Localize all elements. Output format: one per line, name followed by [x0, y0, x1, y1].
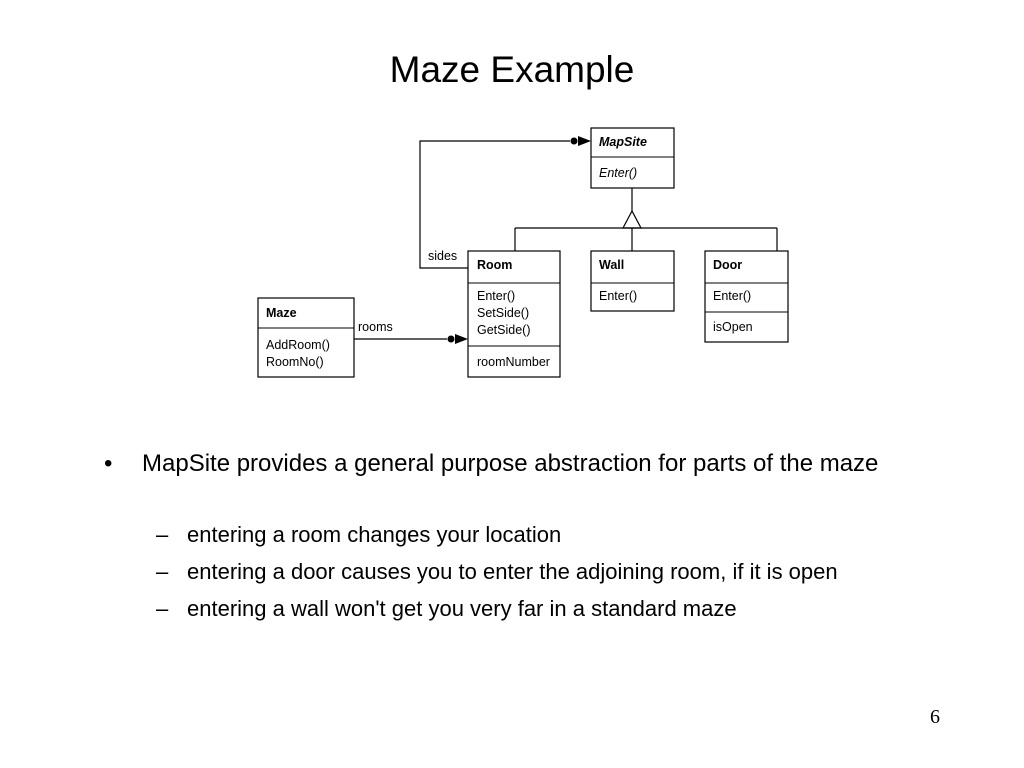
association-sides: sides — [419, 136, 591, 269]
class-door: Door Enter() isOpen — [704, 250, 789, 343]
sub-bullet-item: – entering a wall won't get you very far… — [156, 594, 987, 624]
sub-bullet-text: entering a door causes you to enter the … — [187, 559, 838, 584]
room-attribute-roomnumber: roomNumber — [477, 355, 550, 369]
mapsite-class-name: MapSite — [599, 135, 647, 149]
maze-operation-addroom: AddRoom() — [266, 338, 330, 352]
dash-marker: – — [156, 559, 169, 584]
wall-class-name: Wall — [599, 258, 624, 272]
sides-multiplicity-dot — [570, 137, 578, 145]
bullet-item: • MapSite provides a general purpose abs… — [104, 447, 952, 480]
sub-bullet-text: entering a wall won't get you very far i… — [187, 596, 737, 621]
rooms-label: rooms — [358, 320, 393, 334]
room-operation-getside: GetSide() — [477, 323, 531, 337]
door-class-name: Door — [713, 258, 742, 272]
room-operation-enter: Enter() — [477, 289, 515, 303]
slide-title: Maze Example — [389, 49, 635, 90]
uml-class-diagram: MapSite Enter() Room Enter() SetSide() G… — [257, 127, 789, 378]
door-operation-enter: Enter() — [713, 289, 751, 303]
association-rooms: rooms — [354, 320, 468, 344]
room-operation-setside: SetSide() — [477, 306, 529, 320]
bullet-text: MapSite provides a general purpose abstr… — [142, 450, 879, 477]
rooms-multiplicity-dot — [447, 335, 455, 343]
bullet-marker: • — [104, 450, 113, 477]
inheritance-connector — [514, 188, 778, 251]
mapsite-operation-enter: Enter() — [599, 166, 637, 180]
room-class-name: Room — [477, 258, 512, 272]
rooms-arrowhead — [455, 334, 468, 344]
class-room: Room Enter() SetSide() GetSide() roomNum… — [467, 250, 561, 378]
door-attribute-isopen: isOpen — [713, 320, 753, 334]
class-maze: Maze AddRoom() RoomNo() — [257, 297, 355, 378]
class-mapsite: MapSite Enter() — [590, 127, 675, 189]
maze-operation-roomno: RoomNo() — [266, 355, 324, 369]
sub-bullet-item: – entering a door causes you to enter th… — [156, 557, 987, 587]
dash-marker: – — [156, 522, 169, 547]
dash-marker: – — [156, 596, 169, 621]
maze-class-name: Maze — [266, 306, 297, 320]
sub-bullet-text: entering a room changes your location — [187, 522, 562, 547]
sub-bullet-item: – entering a room changes your location — [156, 520, 987, 550]
wall-operation-enter: Enter() — [599, 289, 637, 303]
sides-arrowhead — [578, 136, 591, 146]
sides-label: sides — [428, 249, 457, 263]
page-number: 6 — [930, 706, 940, 728]
class-wall: Wall Enter() — [590, 250, 675, 312]
